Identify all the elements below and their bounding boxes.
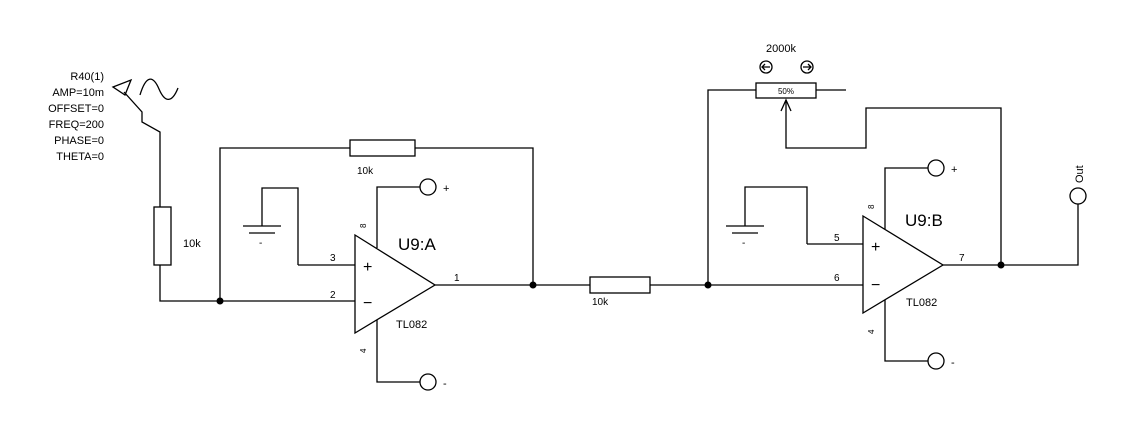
opamp-u9a[interactable]: + − U9:A TL082 3 2 1 8 4 — [330, 223, 460, 353]
vpos-b-terminal[interactable] — [927, 159, 945, 177]
opamp-u9b-pin6: 6 — [834, 273, 840, 284]
source-label-name: R40(1) — [70, 71, 104, 83]
vneg-b-label: - — [951, 357, 955, 369]
opamp-u9a-pin8: 8 — [359, 223, 368, 228]
vpos-a-label: + — [443, 183, 449, 195]
potentiometer-wiper-value: 50% — [778, 87, 794, 96]
series-resistor[interactable] — [589, 276, 651, 294]
opamp-u9a-body — [354, 233, 437, 335]
ground-a: - — [243, 187, 299, 265]
source-label-phase: PHASE=0 — [54, 135, 104, 147]
opamp-u9a-pin1: 1 — [454, 273, 460, 284]
opamp-u9a-minus: − — [363, 295, 372, 312]
ground-b-mark: - — [742, 238, 745, 249]
vpos-a-terminal[interactable] — [419, 178, 437, 196]
input-wire — [159, 265, 220, 302]
arrow-left-icon[interactable] — [759, 60, 773, 74]
opamp-u9b-pin5: 5 — [834, 233, 840, 244]
vpos-a-wire — [376, 186, 420, 248]
opamp-u9a-ref: U9:A — [398, 235, 436, 254]
source-label-freq: FREQ=200 — [49, 119, 104, 131]
opamp-u9a-plus: + — [363, 259, 372, 276]
series-resistor-value: 10k — [592, 297, 609, 308]
opamp-u9b-body — [862, 214, 945, 315]
pot-left-wire — [707, 89, 756, 285]
opamp-u9b-part: TL082 — [906, 297, 937, 309]
sine-wave-icon — [139, 78, 179, 101]
output-b-wire — [943, 204, 1079, 266]
ground-b-wire — [744, 186, 808, 244]
junction-output-a — [529, 281, 537, 289]
vneg-a-terminal[interactable] — [419, 373, 437, 391]
opamp-u9b-pin4: 4 — [867, 329, 876, 334]
potentiometer-value: 2000k — [766, 43, 796, 55]
arrow-right-icon[interactable] — [800, 60, 814, 74]
ground-a-wire — [261, 187, 299, 265]
source-label-offset: OFFSET=0 — [48, 103, 104, 115]
junction-output-b — [997, 261, 1005, 269]
vneg-b-wire — [884, 300, 928, 362]
potentiometer[interactable]: 50% 2000k — [755, 43, 817, 99]
opamp-u9b-minus: − — [871, 277, 880, 294]
junction-input — [216, 297, 224, 305]
ground-b: - — [726, 186, 808, 249]
vneg-a-label: - — [443, 378, 447, 390]
input-resistor[interactable] — [153, 206, 172, 266]
opamp-u9a-pin2: 2 — [330, 290, 336, 301]
source-label-amp: AMP=10m — [52, 87, 104, 99]
opamp-u9a-pin3: 3 — [330, 253, 336, 264]
opamp-u9b-pin8: 8 — [867, 204, 876, 209]
opamp-u9a-pin4: 4 — [359, 348, 368, 353]
sine-source[interactable]: R40(1) AMP=10m OFFSET=0 FREQ=200 PHASE=0… — [48, 71, 179, 207]
out-label: Out — [1074, 165, 1086, 183]
vpos-b-label: + — [951, 164, 957, 176]
source-label-theta: THETA=0 — [56, 151, 104, 163]
vneg-a-wire — [376, 320, 420, 383]
opamp-u9b[interactable]: + − U9:B TL082 5 6 7 8 4 — [834, 204, 965, 334]
out-terminal[interactable] — [1069, 187, 1087, 205]
feedback-right-wire — [415, 147, 534, 285]
junction-inv-b — [704, 281, 712, 289]
vneg-b-terminal[interactable] — [927, 352, 945, 370]
source-symbol — [111, 78, 133, 96]
opamp-u9b-ref: U9:B — [905, 211, 943, 230]
pot-wiper-arrow — [780, 98, 792, 112]
input-resistor-value: 10k — [183, 238, 201, 250]
feedback-resistor[interactable] — [349, 139, 416, 157]
opamp-u9b-pin7: 7 — [959, 253, 965, 264]
feedback-resistor-value: 10k — [357, 166, 374, 177]
vpos-b-wire — [884, 167, 928, 229]
pot-wiper-wire — [785, 100, 1002, 265]
ground-a-mark: - — [259, 238, 262, 249]
opamp-u9b-plus: + — [871, 239, 880, 256]
source-lead-wire — [123, 91, 161, 207]
opamp-u9a-part: TL082 — [396, 319, 427, 331]
feedback-left-wire — [219, 147, 350, 301]
